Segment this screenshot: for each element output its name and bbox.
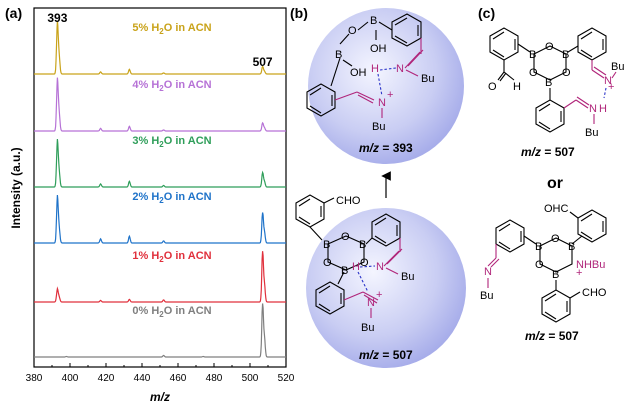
svg-text:B: B	[370, 15, 377, 27]
svg-text:B: B	[568, 241, 575, 253]
panel-label-c: (c)	[478, 5, 495, 21]
svg-text:O: O	[341, 231, 350, 243]
panel-label-b: (b)	[290, 5, 308, 21]
svg-text:B: B	[323, 239, 330, 251]
svg-text:OHC: OHC	[544, 203, 569, 215]
x-axis-title: m/z	[150, 390, 170, 404]
spectrum-line	[34, 251, 286, 303]
svg-text:B: B	[562, 49, 569, 61]
x-tick-label: 520	[278, 373, 295, 384]
svg-text:Bu: Bu	[611, 61, 624, 73]
svg-text:O: O	[545, 41, 554, 53]
svg-text:B: B	[545, 77, 552, 89]
panel-a-spectra: (a) 5% H2O in ACN 4% H2O in ACN 3% H2O in …	[5, 5, 295, 404]
x-tick-label: 460	[170, 373, 187, 384]
svg-text:Bu: Bu	[421, 73, 434, 85]
svg-text:H: H	[371, 63, 379, 75]
trace-label: 1% H2O in ACN	[132, 250, 211, 264]
svg-text:O: O	[488, 81, 497, 93]
svg-text:O: O	[529, 67, 538, 79]
svg-text:O: O	[348, 25, 357, 37]
svg-text:NHBu: NHBu	[576, 259, 605, 271]
sphere-bottom	[306, 208, 466, 368]
trace-label: 3% H2O in ACN	[132, 135, 211, 149]
panel-label-a: (a)	[5, 5, 22, 21]
panel-c-structures: (c) O H B O B O B O	[478, 5, 624, 343]
svg-text:O: O	[360, 257, 369, 269]
svg-text:O: O	[551, 233, 560, 245]
svg-text:+: +	[608, 81, 614, 93]
svg-text:N: N	[396, 63, 404, 75]
structure-mz-393: B O B OH OH N N + H Bu Bu	[306, 13, 434, 133]
ring	[306, 83, 336, 117]
svg-text:O: O	[323, 257, 332, 269]
trace-label: 2% H2O in ACN	[132, 191, 211, 205]
svg-text:B: B	[359, 239, 366, 251]
panel-b-structures: (b)	[290, 5, 466, 368]
structure-mz-507-c-bottom: N Bu B O B NHBu + B O OHC	[480, 203, 607, 323]
trace-labels: 5% H2O in ACN 4% H2O in ACN 3% H2O in ACN 2…	[132, 22, 211, 319]
spectrum-line	[34, 20, 286, 75]
svg-text:Bu: Bu	[361, 322, 374, 334]
sphere-top	[308, 8, 464, 164]
svg-text:Bu: Bu	[480, 290, 493, 302]
spectrum-traces	[34, 20, 286, 358]
x-tick-label: 440	[134, 373, 151, 384]
structure-mz-507-b: CHO B O B O B O	[295, 194, 414, 334]
svg-text:CHO: CHO	[582, 287, 607, 299]
peak-labels: 393 507	[47, 11, 273, 69]
svg-text:+: +	[387, 89, 393, 101]
mz-label-507-c-bottom: m/z = 507	[525, 329, 579, 343]
mz-label-507-c-top: m/z = 507	[521, 145, 575, 159]
peak-label: 393	[47, 11, 67, 25]
svg-text:N: N	[589, 103, 597, 115]
svg-text:B: B	[529, 49, 536, 61]
x-tick-label: 420	[98, 373, 115, 384]
svg-text:N: N	[484, 266, 492, 278]
svg-text:B: B	[552, 269, 559, 281]
svg-text:N: N	[604, 75, 612, 87]
svg-text:Bu: Bu	[585, 127, 598, 139]
svg-text:+: +	[376, 289, 382, 301]
trace-label: 0% H2O in ACN	[132, 305, 211, 319]
x-tick-label: 480	[206, 373, 223, 384]
trace-label: 4% H2O in ACN	[132, 79, 211, 93]
x-axis-ticks: 380 400 420 440 460 480 500 520	[26, 363, 295, 384]
spectrum-line	[34, 303, 286, 358]
structure-mz-507-c-top: O H B O B O B O N + Bu	[488, 27, 624, 139]
mz-label-393: m/z = 393	[359, 141, 413, 155]
svg-text:B: B	[535, 241, 542, 253]
x-tick-label: 400	[62, 373, 79, 384]
svg-text:O: O	[535, 259, 544, 271]
svg-text:OH: OH	[350, 67, 367, 79]
x-tick-label: 380	[26, 373, 43, 384]
svg-text:B: B	[341, 265, 348, 277]
svg-text:H: H	[513, 81, 521, 93]
trace-label: 5% H2O in ACN	[132, 22, 211, 36]
or-text: or	[547, 175, 563, 192]
svg-text:N: N	[367, 297, 375, 309]
svg-text:H: H	[599, 103, 607, 115]
svg-text:N: N	[376, 261, 384, 273]
spectrum-line	[34, 138, 286, 188]
svg-text:Bu: Bu	[401, 271, 414, 283]
peak-label: 507	[253, 55, 273, 69]
mz-label-507-b: m/z = 507	[359, 348, 413, 362]
svg-text:O: O	[562, 67, 571, 79]
svg-text:Bu: Bu	[372, 121, 385, 133]
spectrum-line	[34, 194, 286, 244]
svg-text:CHO: CHO	[336, 195, 361, 207]
svg-text:H: H	[352, 261, 360, 273]
spectrum-line	[34, 77, 286, 132]
svg-text:N: N	[378, 97, 386, 109]
y-axis-title: Intensity (a.u.)	[9, 147, 23, 228]
svg-text:+: +	[576, 267, 582, 279]
x-tick-label: 500	[242, 373, 259, 384]
svg-text:OH: OH	[370, 43, 387, 55]
svg-text:B: B	[335, 49, 342, 61]
